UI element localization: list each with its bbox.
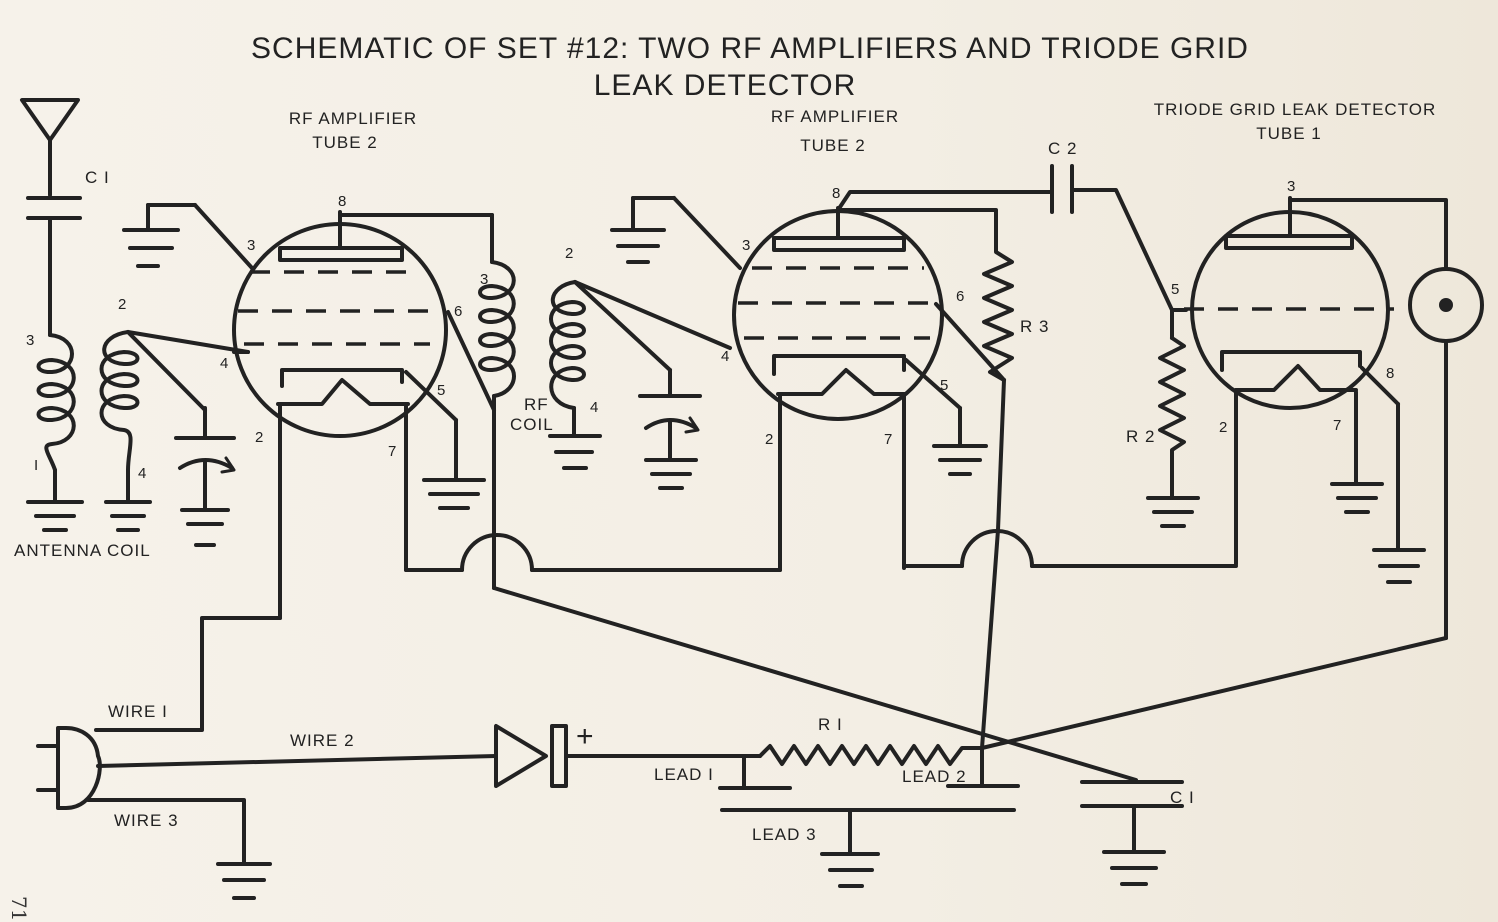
capacitor-c1-bottom [1080, 780, 1184, 886]
pin-t1-2: 2 [255, 429, 263, 446]
pin-t3-8: 8 [1386, 365, 1394, 382]
page-number: 71 [7, 896, 31, 921]
pin-t3-5: 5 [1171, 281, 1179, 298]
wire-3-label: WIRE 3 [114, 811, 179, 830]
c1-bottom-label: C I [1170, 788, 1195, 807]
resistor-r2 [1146, 308, 1200, 528]
pin-ant-4: 4 [138, 465, 146, 482]
r3-label: R 3 [1020, 317, 1049, 336]
ground-t1-pin5 [404, 370, 486, 510]
pin-t1-6: 6 [454, 303, 462, 320]
ground-wire-3 [216, 862, 272, 900]
wire-1-path [94, 616, 282, 732]
pin-t3-2: 2 [1219, 419, 1227, 436]
pin-t1-4: 4 [220, 355, 228, 372]
tuning-capacitor-1 [174, 406, 236, 547]
lead-3-label: LEAD 3 [752, 825, 817, 844]
wire-t2-plate-to-r3 [836, 208, 998, 242]
pin-t2-4: 4 [721, 348, 729, 365]
ground-t3-pin7 [1330, 390, 1384, 514]
pin-t1-3: 3 [247, 237, 255, 254]
c2-label: C 2 [1048, 139, 1077, 158]
rectifier-diode [494, 724, 762, 788]
heater-bus-2 [902, 529, 1238, 568]
wire-t2-pin6-to-r3 [934, 302, 1006, 382]
wire-t1-pin6-to-coil [446, 310, 496, 412]
pin-t1-8: 8 [338, 193, 346, 210]
wire-3-path [86, 798, 246, 864]
pin-t2-6: 6 [956, 288, 964, 305]
pin-rfc-4: 4 [590, 399, 598, 416]
pin-t3-3: 3 [1287, 178, 1295, 195]
title-line-1: SCHEMATIC OF SET #12: TWO RF AMPLIFIERS … [251, 32, 1249, 65]
wire-1-label: WIRE I [108, 702, 168, 721]
wire-r3-down [996, 378, 1006, 532]
c1-top-label: C I [85, 168, 110, 187]
antenna-coil-primary [26, 333, 84, 532]
resistor-r1 [758, 744, 984, 766]
ground-t3-pin8 [1360, 366, 1426, 584]
pin-t2-7: 7 [884, 431, 892, 448]
lead-1-label: LEAD I [654, 765, 714, 784]
antenna-coil-label: ANTENNA COIL [14, 541, 151, 560]
heater-bus-1 [404, 533, 782, 572]
stage-det-tube: TUBE 1 [1256, 124, 1322, 143]
stage-rf1-tube: TUBE 2 [312, 133, 378, 152]
lead-2-label: LEAD 2 [902, 767, 967, 786]
tube-1-rf-amplifier [232, 210, 448, 438]
rf-coil-label-2: COIL [510, 415, 554, 434]
tube-2-rf-amplifier [732, 206, 944, 421]
stage-rf1-name: RF AMPLIFIER [289, 109, 417, 128]
capacitor-c2 [1050, 164, 1174, 312]
r2-label: R 2 [1126, 427, 1155, 446]
tube-3-detector [1184, 196, 1394, 410]
ground-lead-3 [820, 808, 880, 888]
ground-rf1-screen [122, 203, 254, 270]
wire-2-path [96, 754, 498, 768]
title-line-2: LEAK DETECTOR [594, 69, 857, 102]
wire-rfc-to-tuning2 [573, 280, 672, 372]
ground-rf2-screen [610, 196, 742, 270]
pin-rfc-3: 3 [480, 271, 488, 288]
resistor-r3 [982, 238, 1014, 382]
stage-rf2-name: RF AMPLIFIER [771, 107, 899, 126]
rf-coil-secondary [548, 280, 602, 470]
tuning-capacitor-2 [638, 368, 702, 490]
wire-t3-plate [1288, 198, 1448, 270]
wire-2-label: WIRE 2 [290, 731, 355, 750]
r1-label: R I [818, 715, 843, 734]
pin-t2-3: 3 [742, 237, 750, 254]
wire-headphone-to-junction [980, 636, 1448, 750]
pin-rfc-2: 2 [565, 245, 573, 262]
pin-t3-7: 7 [1333, 417, 1341, 434]
capacitor-c1-top [26, 196, 82, 337]
plus-sign: + [576, 720, 595, 753]
pin-t2-2: 2 [765, 431, 773, 448]
pin-ant-2: 2 [118, 296, 126, 313]
stage-rf2-tube: TUBE 2 [800, 136, 866, 155]
stage-det-name: TRIODE GRID LEAK DETECTOR [1154, 100, 1437, 119]
pin-t2-8: 8 [832, 185, 840, 202]
headphone-symbol [1408, 267, 1484, 343]
ground-t2-pin5 [904, 358, 988, 476]
antenna-coil-secondary [99, 330, 152, 532]
antenna-symbol [20, 98, 80, 197]
pin-ant-3: 3 [26, 332, 34, 349]
pin-t1-5: 5 [437, 382, 445, 399]
wire-coil-to-tuning-cap [126, 330, 207, 412]
wire-coil-to-grid [126, 330, 250, 354]
wire-t2-plate-to-c2 [836, 190, 1052, 212]
pin-t2-5: 5 [940, 377, 948, 394]
rf-coil-label-1: RF [524, 395, 549, 414]
wire-rfc-to-grid2 [573, 280, 732, 350]
pin-ant-1: I [34, 457, 38, 474]
wire-r3-to-junction [980, 528, 1000, 750]
wire-rf1-plate-to-junction [492, 586, 1138, 782]
pin-t1-7: 7 [388, 443, 396, 460]
power-plug [36, 726, 102, 810]
